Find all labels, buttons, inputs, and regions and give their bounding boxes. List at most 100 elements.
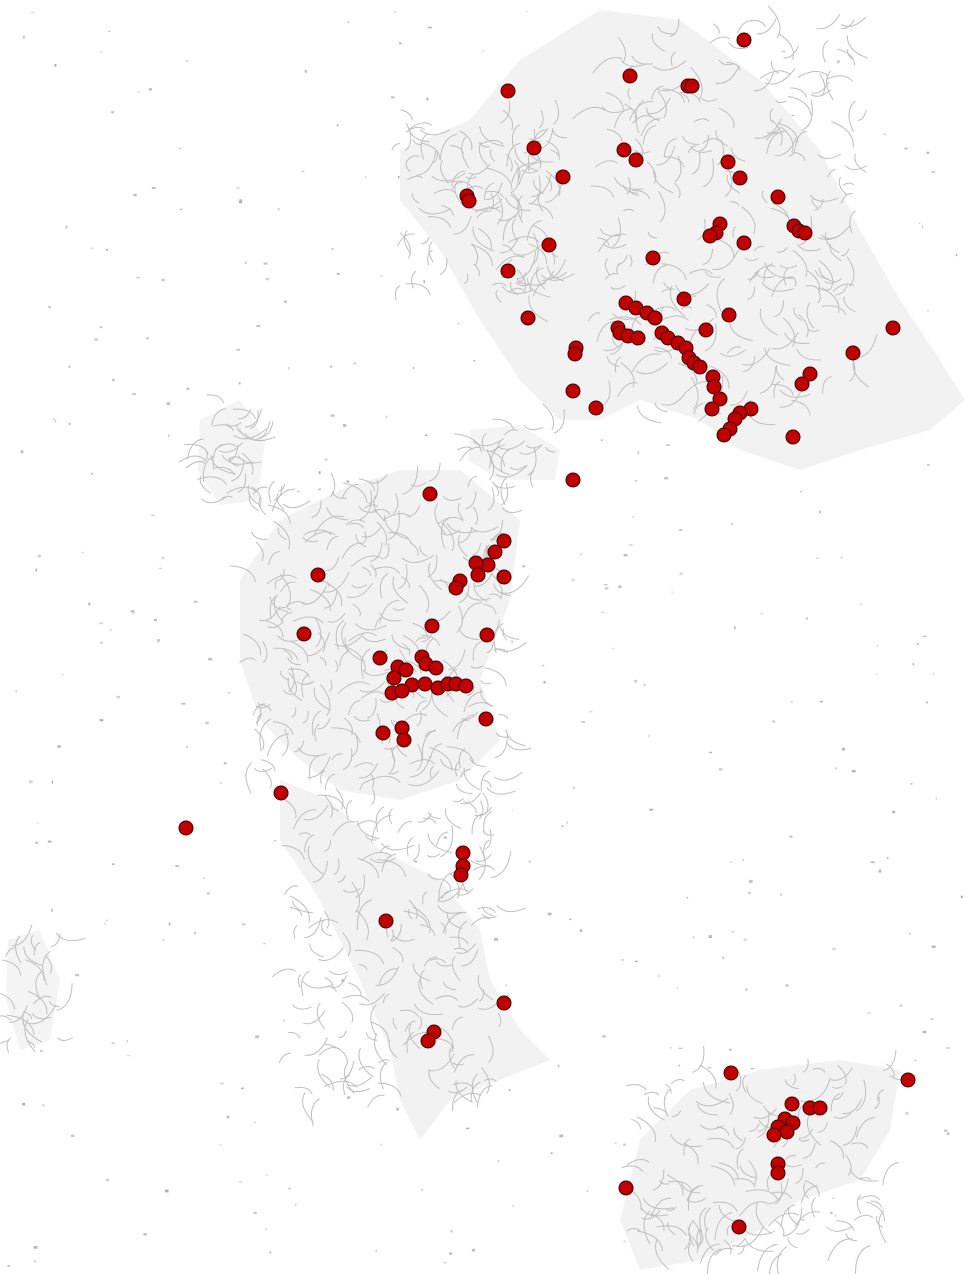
incident-marker[interactable] <box>702 228 718 244</box>
street-segment <box>840 16 867 27</box>
incident-marker[interactable] <box>720 154 736 170</box>
incident-marker[interactable] <box>567 346 583 362</box>
street-segment <box>252 703 265 716</box>
incident-marker[interactable] <box>296 626 312 642</box>
incident-marker[interactable] <box>394 683 410 699</box>
incident-marker[interactable] <box>520 310 536 326</box>
incident-marker[interactable] <box>704 401 720 417</box>
incident-marker[interactable] <box>784 1096 800 1112</box>
incident-marker[interactable] <box>802 366 818 382</box>
incident-marker[interactable] <box>736 235 752 251</box>
incident-marker[interactable] <box>766 1127 782 1143</box>
incident-marker[interactable] <box>676 291 692 307</box>
incident-marker[interactable] <box>487 544 503 560</box>
incident-marker[interactable] <box>723 1065 739 1081</box>
incident-marker[interactable] <box>692 359 708 375</box>
incident-marker[interactable] <box>458 678 474 694</box>
incident-marker[interactable] <box>372 650 388 666</box>
incident-marker[interactable] <box>478 711 494 727</box>
incident-marker[interactable] <box>885 320 901 336</box>
street-segment <box>379 599 400 624</box>
street-segment <box>403 230 412 255</box>
incident-marker[interactable] <box>455 845 471 861</box>
incident-marker[interactable] <box>794 376 810 392</box>
incident-marker[interactable] <box>378 913 394 929</box>
incident-marker[interactable] <box>420 1033 436 1049</box>
incident-marker[interactable] <box>712 391 728 407</box>
incident-marker[interactable] <box>178 820 194 836</box>
incident-marker[interactable] <box>630 330 646 346</box>
street-segment <box>30 935 37 951</box>
urban-area-central <box>240 470 520 800</box>
incident-marker[interactable] <box>797 225 813 241</box>
incident-marker[interactable] <box>386 670 402 686</box>
incident-marker[interactable] <box>396 732 412 748</box>
incident-marker[interactable] <box>645 250 661 266</box>
incident-marker[interactable] <box>618 1180 634 1196</box>
incident-marker[interactable] <box>541 237 557 253</box>
incident-marker[interactable] <box>461 193 477 209</box>
incident-marker[interactable] <box>628 152 644 168</box>
incident-marker[interactable] <box>721 307 737 323</box>
building-speckle <box>424 434 428 437</box>
incident-marker[interactable] <box>422 486 438 502</box>
incident-marker[interactable] <box>622 68 638 84</box>
incident-marker[interactable] <box>500 263 516 279</box>
building-speckle <box>99 719 104 722</box>
incident-marker[interactable] <box>273 785 289 801</box>
incident-marker[interactable] <box>448 580 464 596</box>
street-segment <box>410 481 427 487</box>
incident-marker[interactable] <box>845 345 861 361</box>
incident-marker[interactable] <box>398 662 414 678</box>
incident-marker[interactable] <box>565 383 581 399</box>
street-segment <box>674 155 682 183</box>
incident-marker[interactable] <box>453 867 469 883</box>
incident-marker[interactable] <box>496 569 512 585</box>
incident-marker[interactable] <box>900 1072 916 1088</box>
incident-marker[interactable] <box>526 140 542 156</box>
street-segment <box>719 349 746 357</box>
incident-marker[interactable] <box>588 400 604 416</box>
incident-marker[interactable] <box>479 627 495 643</box>
incident-marker[interactable] <box>616 142 632 158</box>
street-segment <box>670 1078 686 1084</box>
street-segment <box>289 895 310 923</box>
incident-marker[interactable] <box>716 427 732 443</box>
incident-marker[interactable] <box>706 379 722 395</box>
incident-marker[interactable] <box>698 322 714 338</box>
street-segment <box>213 424 235 432</box>
street-segment <box>201 496 227 504</box>
incident-marker[interactable] <box>736 32 752 48</box>
incident-marker[interactable] <box>428 660 444 676</box>
incident-marker[interactable] <box>310 567 326 583</box>
incident-marker[interactable] <box>770 189 786 205</box>
incident-marker[interactable] <box>812 1100 828 1116</box>
street-segment <box>343 1074 350 1096</box>
incident-marker[interactable] <box>555 169 571 185</box>
incident-marker[interactable] <box>375 725 391 741</box>
incident-marker[interactable] <box>470 567 486 583</box>
incident-marker[interactable] <box>732 170 748 186</box>
building-speckle <box>35 841 38 844</box>
street-segment <box>269 596 289 613</box>
street-segment <box>289 640 309 663</box>
incident-marker[interactable] <box>496 995 512 1011</box>
incident-marker[interactable] <box>496 533 512 549</box>
incident-marker[interactable] <box>565 472 581 488</box>
incident-marker[interactable] <box>731 1219 747 1235</box>
street-segment <box>427 832 452 854</box>
incident-marker[interactable] <box>424 618 440 634</box>
incident-marker[interactable] <box>779 1124 795 1140</box>
street-segment <box>314 723 320 742</box>
incident-marker[interactable] <box>770 1165 786 1181</box>
street-segment <box>326 535 339 551</box>
incident-marker[interactable] <box>417 676 433 692</box>
incident-marker[interactable] <box>785 429 801 445</box>
incident-marker[interactable] <box>684 78 700 94</box>
incident-marker[interactable] <box>647 310 663 326</box>
incident-marker[interactable] <box>500 83 516 99</box>
street-segment <box>513 244 542 256</box>
street-segment <box>419 129 451 136</box>
street-segment <box>254 728 265 750</box>
